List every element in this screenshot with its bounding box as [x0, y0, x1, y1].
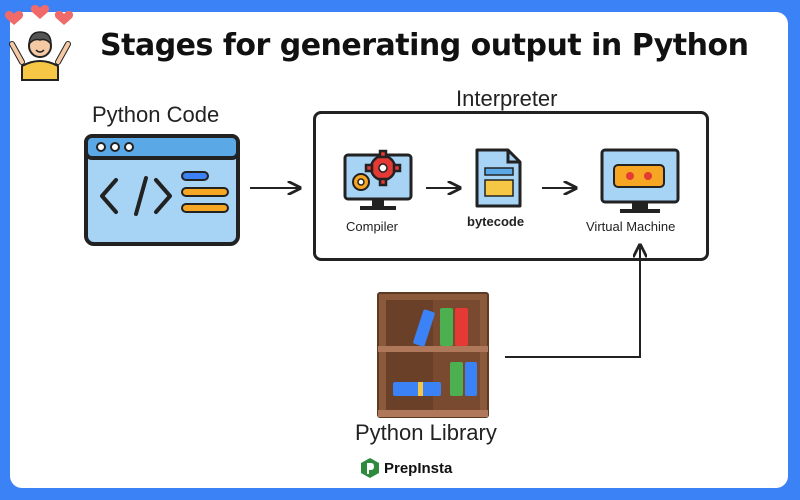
code-window-icon — [84, 134, 240, 246]
arrow-library-to-vm — [505, 245, 640, 358]
bytecode-file-icon — [475, 148, 522, 208]
bookshelf-icon — [377, 292, 489, 418]
compiler-monitor-gears-icon — [343, 149, 413, 210]
prepinsta-logo-icon — [361, 458, 379, 478]
compiler-label: Compiler — [346, 219, 399, 234]
interpreter-box — [313, 111, 709, 261]
celebrating-person-icon — [4, 5, 74, 81]
virtual-machine-label: Virtual Machine — [586, 219, 676, 234]
diagram-title: Stages for generating output in Python — [100, 28, 749, 63]
python-code-label: Python Code — [92, 102, 220, 127]
python-library-label: Python Library — [355, 420, 497, 445]
brand-footer: PrepInsta — [360, 457, 452, 479]
brand-name: PrepInsta — [384, 459, 453, 477]
virtual-machine-monitor-icon — [600, 148, 680, 213]
interpreter-label: Interpreter — [456, 86, 558, 111]
bytecode-label: bytecode — [467, 214, 525, 229]
